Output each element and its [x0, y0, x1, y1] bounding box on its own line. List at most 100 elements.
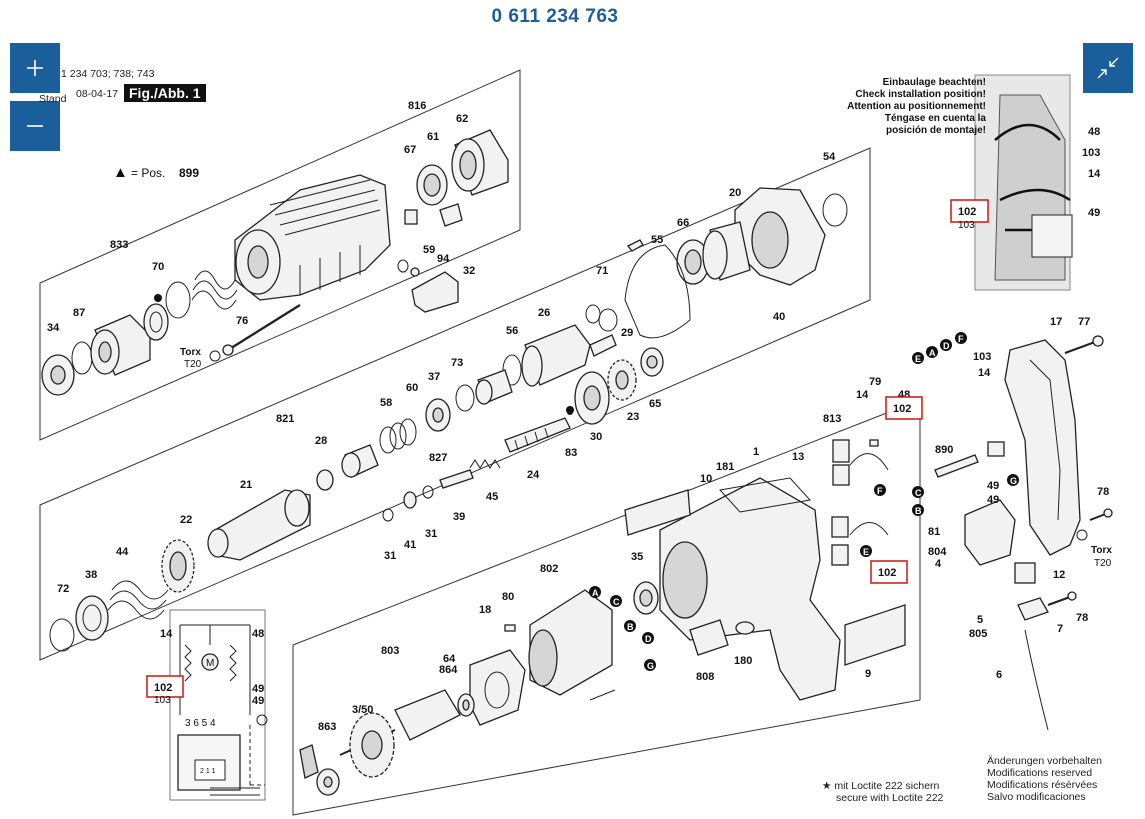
zoom-in-button[interactable]	[10, 43, 60, 93]
modifications-note: Änderungen vorbehalten Modifications res…	[987, 755, 1103, 803]
callout-833: 833	[110, 239, 128, 251]
torx-label-right: Torx T20	[1076, 529, 1112, 569]
part-30-wobble	[566, 371, 610, 425]
figure-label: Fig./Abb. 1	[124, 84, 206, 102]
part-20-housing	[734, 187, 826, 286]
part-ring	[143, 303, 169, 341]
callout-29: 29	[621, 327, 633, 339]
callout-14-inset: 14	[1088, 168, 1101, 180]
part-56	[502, 354, 522, 386]
callout-66: 66	[677, 217, 689, 229]
callout-103-right: 103	[973, 351, 991, 363]
callout-64: 64	[443, 653, 456, 665]
part-cylinder	[702, 221, 751, 281]
callout-13: 13	[792, 451, 804, 463]
part-26	[521, 324, 591, 387]
callout-802: 802	[540, 563, 558, 575]
callout-12: 12	[1053, 569, 1065, 581]
collapse-arrows-icon	[1097, 57, 1119, 79]
frame-motor-group	[292, 399, 921, 816]
callout-26: 26	[538, 307, 550, 319]
callout-14-right: 14	[978, 367, 991, 379]
callout-78-bottom: 78	[1076, 612, 1088, 624]
part-10-label	[624, 489, 691, 536]
callout-62: 62	[456, 113, 468, 125]
part-29	[585, 304, 618, 332]
callout-103-inset: 103	[1082, 147, 1100, 159]
part-9-label	[844, 604, 906, 666]
callout-804: 804	[928, 546, 947, 558]
legend-triangle-icon: ▲	[113, 164, 128, 181]
part-35	[633, 581, 659, 615]
schematic-pins: 2 1 1	[200, 768, 216, 775]
part-61	[416, 164, 448, 206]
installation-note: Einbaulage beachten! Check installation …	[847, 77, 986, 136]
callout-49-schem-a: 49	[252, 683, 264, 695]
callout-30: 30	[590, 431, 602, 443]
fullscreen-toggle-button[interactable]	[1083, 43, 1133, 93]
part-58	[379, 418, 417, 454]
part-1-motor-housing	[659, 477, 841, 701]
callout-863: 863	[318, 721, 336, 733]
part-capacitor	[987, 441, 1005, 457]
letter-markers: A C B D G E A D F F E C B G	[589, 332, 1019, 671]
callout-103-schem: 103	[154, 695, 171, 706]
marker-A-top: A	[929, 348, 936, 358]
marker-G-right: G	[1010, 476, 1017, 486]
svg-text:Téngase en cuenta la: Téngase en cuenta la	[885, 113, 987, 124]
part-41	[403, 491, 417, 509]
callout-102-schem: 102	[154, 682, 172, 694]
callout-45: 45	[486, 491, 498, 503]
callout-5: 5	[977, 614, 983, 626]
part-180	[735, 621, 755, 635]
callout-180: 180	[734, 655, 752, 667]
torx-label-left: Torx T20	[180, 347, 221, 370]
marker-F-top: F	[958, 334, 964, 344]
callout-40: 40	[773, 311, 785, 323]
callout-54: 54	[823, 151, 836, 163]
part-73	[455, 384, 475, 412]
part-6-cable	[1024, 629, 1049, 731]
part-38	[75, 595, 109, 641]
svg-text:Torx: Torx	[1091, 545, 1112, 556]
callout-14-mid: 14	[856, 389, 869, 401]
marker-B-right: B	[915, 506, 922, 516]
marker-A: A	[592, 588, 599, 598]
callout-49-b: 49	[987, 494, 999, 506]
part-78-screw-bottom	[1047, 591, 1077, 606]
callout-20: 20	[729, 187, 741, 199]
loctite-footnote: ★ mit Loctite 222 sichern secure with Lo…	[822, 780, 944, 804]
callout-827: 827	[429, 452, 447, 464]
part-833-sleeve	[90, 314, 151, 376]
callout-102-right: 102	[893, 403, 911, 415]
callout-73: 73	[451, 357, 463, 369]
callout-71: 71	[596, 265, 608, 277]
callout-55: 55	[651, 234, 663, 246]
marker-C: C	[613, 597, 620, 607]
callout-821: 821	[276, 413, 294, 425]
callout-17: 17	[1050, 316, 1062, 328]
callout-labels: 816 61 62 67 833 70 87 34 76 59 94 32 54…	[47, 100, 1109, 733]
part-59	[397, 259, 409, 273]
svg-text:T20: T20	[1094, 558, 1112, 569]
callout-102-motor: 102	[878, 567, 896, 579]
zoom-out-button[interactable]	[10, 101, 60, 151]
callout-80: 80	[502, 591, 514, 603]
part-94	[410, 267, 420, 277]
part-83	[567, 409, 573, 415]
part-78-screw-top	[1089, 508, 1113, 521]
callout-49-schem-b: 49	[252, 695, 264, 707]
callout-4: 4	[935, 558, 942, 570]
marker-E-top: E	[915, 354, 921, 364]
callout-31a: 31	[425, 528, 437, 540]
part-65	[640, 347, 664, 377]
callout-48-schem: 48	[252, 628, 264, 640]
callout-6: 6	[996, 669, 1002, 681]
callout-24: 24	[527, 469, 540, 481]
part-23-gear	[607, 359, 637, 401]
frame-top-group	[39, 69, 521, 441]
callout-28: 28	[315, 435, 327, 447]
svg-text:Attention au positionnement!: Attention au positionnement!	[847, 101, 986, 112]
callout-808: 808	[696, 671, 714, 683]
